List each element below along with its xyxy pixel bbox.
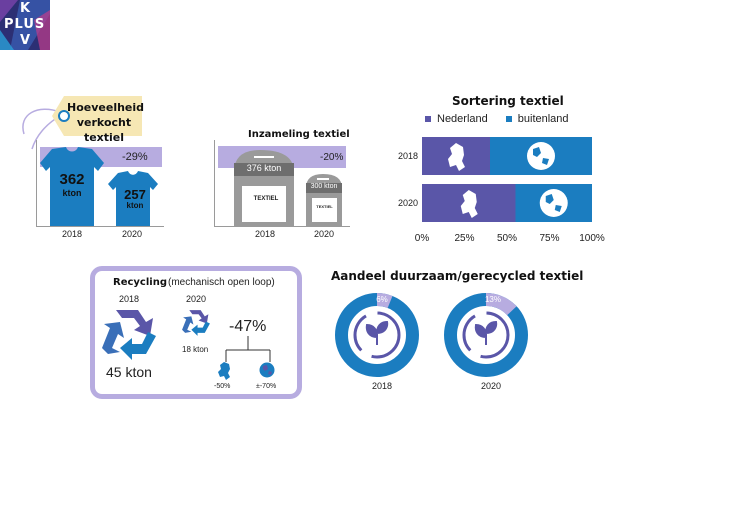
sales-label-2020: 257 kton <box>118 187 152 211</box>
recycling-value-2018: 45 kton <box>106 364 152 380</box>
legend-label-buitenland: buitenland <box>517 113 569 125</box>
logo-letter-k: K <box>20 1 31 16</box>
recycling-split-nl: -50% <box>214 383 231 390</box>
sales-year-2018: 2018 <box>62 229 83 239</box>
sales-change: -29% <box>122 151 148 163</box>
price-tag-icon <box>52 96 142 136</box>
sort-xtick-1: 25% <box>454 233 474 244</box>
collection-stones <box>234 150 342 226</box>
globe-icon <box>527 142 555 170</box>
collection-axis-x <box>214 226 350 227</box>
sorting-title: Sortering textiel <box>452 94 564 108</box>
recycling-split-abroad: ±-70% <box>256 383 277 390</box>
sort-category-2018: 2018 <box>398 151 418 161</box>
sort-xtick-0: 0% <box>415 233 430 244</box>
sustainable-year-2020: 2020 <box>481 381 502 391</box>
collection-year-2018: 2018 <box>255 229 276 239</box>
recycling-year-2020: 2020 <box>186 294 207 304</box>
globe-icon <box>259 362 275 378</box>
netherlands-map-icon <box>448 143 465 171</box>
sustainable-title: Aandeel duurzaam/gerecycled textiel <box>331 269 584 283</box>
sales-year-2020: 2020 <box>122 229 143 239</box>
collection-box-text-2020: TEXTIEL <box>316 204 333 209</box>
sales-tag-line1: Hoeveelheid <box>67 101 145 114</box>
sorting-chart: 2018 2020 0% 25% 50% 75% 100% <box>398 137 605 244</box>
sort-xtick-3: 75% <box>539 233 559 244</box>
sales-axis-x <box>36 226 164 227</box>
recycle-icon-2018 <box>102 310 156 360</box>
sales-axis-y <box>36 140 37 226</box>
sort-category-2020: 2020 <box>398 198 418 208</box>
recycling-change: -47% <box>229 318 267 335</box>
sorting-legend: Nederland buitenland <box>425 113 569 125</box>
recycling-title: Recycling <box>113 277 167 288</box>
sustainable-year-2018: 2018 <box>372 381 393 391</box>
collection-box-text-2018: TEXTIEL <box>253 196 279 202</box>
recycling-year-2018: 2018 <box>119 294 140 304</box>
legend-swatch-buitenland <box>505 116 512 122</box>
sales-unit-2018: kton <box>62 187 82 198</box>
logo-letter-v: V <box>20 33 31 48</box>
kplusv-logo: K PLUS V <box>0 0 50 50</box>
logo-pattern <box>0 0 50 50</box>
sales-shirts <box>40 147 158 226</box>
collection-change: -20% <box>320 152 344 163</box>
netherlands-map-icon <box>218 362 230 380</box>
logo-letter-plus: PLUS <box>4 17 46 32</box>
collection-year-2020: 2020 <box>314 229 335 239</box>
plant-icon <box>474 320 498 345</box>
donut-label-2020: 13% <box>485 295 501 304</box>
recycling-value-2020: 18 kton <box>182 345 209 354</box>
donut-label-2018: 6% <box>376 295 388 304</box>
globe-continents <box>533 147 549 165</box>
recycle-icon-2020 <box>182 310 210 336</box>
sort-xtick-4: 100% <box>579 233 605 244</box>
sales-shirt-2020 <box>108 171 158 226</box>
sort-xtick-2: 50% <box>497 233 517 244</box>
sales-value-2018: 362 <box>59 171 85 188</box>
globe-continents <box>545 194 562 212</box>
globe-icon <box>539 189 568 217</box>
netherlands-map-icon <box>460 190 478 218</box>
recycling-subtitle: (mechanisch open loop) <box>168 277 275 288</box>
donut-slice-2020 <box>485 293 517 316</box>
sales-unit-2020: kton <box>126 201 144 211</box>
sustainable-donuts: 6% 13% <box>335 293 528 377</box>
donut-slice-2018 <box>376 293 393 309</box>
collection-axis-y <box>214 140 215 226</box>
circular-arrows-icon <box>353 311 401 359</box>
collection-label-2020: 300 kton <box>310 183 338 190</box>
sales-tag-line2: verkocht textiel <box>76 115 132 144</box>
sales-label-2018: 362 kton <box>50 171 94 198</box>
legend-label-nederland: Nederland <box>437 113 488 125</box>
sales-shirt-2018 <box>40 147 104 226</box>
circular-arrows-icon <box>462 311 510 359</box>
collection-title: Inzameling textiel <box>248 129 350 140</box>
sales-value-2020: 257 <box>124 187 146 202</box>
recycling-split-lines <box>225 336 271 362</box>
legend-swatch-nederland <box>425 116 431 122</box>
collection-label-2018: 376 kton <box>246 163 282 173</box>
sales-tag-text: Hoeveelheid verkocht textiel <box>67 101 145 146</box>
plant-icon <box>365 320 389 345</box>
